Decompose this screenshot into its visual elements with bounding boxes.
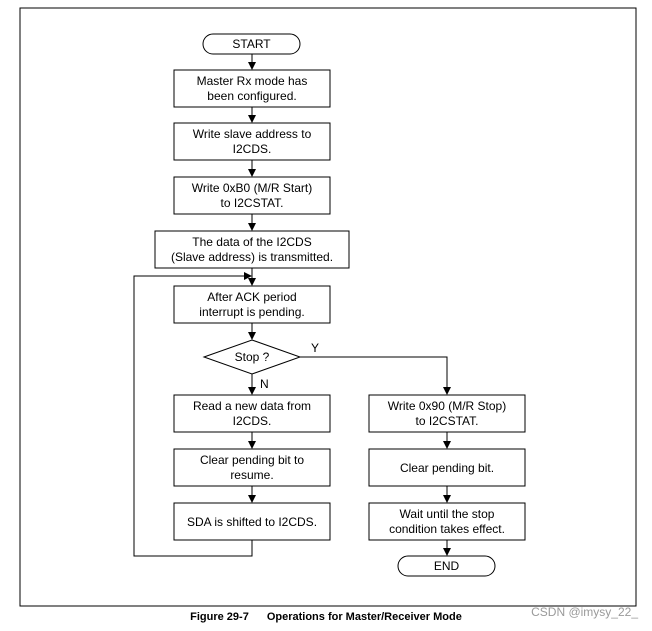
clear-resume-node: Clear pending bit to resume. bbox=[173, 448, 331, 487]
write-slave-node: Write slave address to I2CDS. bbox=[173, 122, 331, 161]
transmitted-line1: The data of the I2CDS bbox=[192, 235, 311, 249]
sda-shift-label: SDA is shifted to I2CDS. bbox=[187, 515, 317, 529]
clear-pending-label: Clear pending bit. bbox=[400, 461, 494, 475]
start-label: START bbox=[232, 37, 271, 51]
figure-frame bbox=[19, 7, 637, 607]
stop-decision-label: Stop ? bbox=[235, 350, 270, 364]
configured-node: Master Rx mode has been configured. bbox=[173, 69, 331, 108]
clear-resume-line2: resume. bbox=[230, 468, 273, 482]
arrow-stop-yes bbox=[300, 356, 451, 395]
read-data-line1: Read a new data from bbox=[193, 399, 311, 413]
stop-decision: Stop ? bbox=[202, 339, 302, 375]
read-data-line2: I2CDS. bbox=[233, 414, 272, 428]
figure-number: Figure 29-7 bbox=[190, 611, 249, 623]
start-node: START bbox=[202, 33, 301, 55]
end-label: END bbox=[434, 559, 460, 573]
wait-stop-line2: condition takes effect. bbox=[389, 522, 505, 536]
transmitted-node: The data of the I2CDS (Slave address) is… bbox=[154, 230, 350, 269]
write-b0-node: Write 0xB0 (M/R Start) to I2CSTAT. bbox=[173, 176, 331, 215]
write-90-line2: to I2CSTAT. bbox=[416, 414, 479, 428]
wait-stop-line1: Wait until the stop bbox=[400, 507, 495, 521]
branch-yes-label: Y bbox=[311, 341, 319, 355]
configured-line1: Master Rx mode has bbox=[197, 74, 308, 88]
configured-line2: been configured. bbox=[207, 89, 296, 103]
write-slave-line1: Write slave address to bbox=[193, 127, 312, 141]
arrow-loop-back bbox=[133, 272, 253, 557]
clear-pending-node: Clear pending bit. bbox=[368, 448, 526, 487]
write-b0-line1: Write 0xB0 (M/R Start) bbox=[192, 181, 312, 195]
write-b0-line2: to I2CSTAT. bbox=[221, 196, 284, 210]
sda-shift-node: SDA is shifted to I2CDS. bbox=[173, 502, 331, 541]
wait-stop-node: Wait until the stop condition takes effe… bbox=[368, 502, 526, 541]
transmitted-line2: (Slave address) is transmitted. bbox=[171, 250, 333, 264]
write-slave-line2: I2CDS. bbox=[233, 142, 272, 156]
watermark: CSDN @imysy_22_ bbox=[531, 605, 638, 619]
read-data-node: Read a new data from I2CDS. bbox=[173, 394, 331, 433]
figure-title: Operations for Master/Receiver Mode bbox=[266, 611, 462, 623]
ack-node: After ACK period interrupt is pending. bbox=[173, 285, 331, 324]
ack-line2: interrupt is pending. bbox=[199, 305, 304, 319]
write-90-line1: Write 0x90 (M/R Stop) bbox=[388, 399, 506, 413]
figure-caption: Figure 29-7 Operations for Master/Receive… bbox=[0, 611, 652, 623]
end-node: END bbox=[397, 555, 496, 577]
write-90-node: Write 0x90 (M/R Stop) to I2CSTAT. bbox=[368, 394, 526, 433]
branch-no-label: N bbox=[260, 377, 269, 391]
clear-resume-line1: Clear pending bit to bbox=[200, 453, 304, 467]
ack-line1: After ACK period bbox=[207, 290, 296, 304]
